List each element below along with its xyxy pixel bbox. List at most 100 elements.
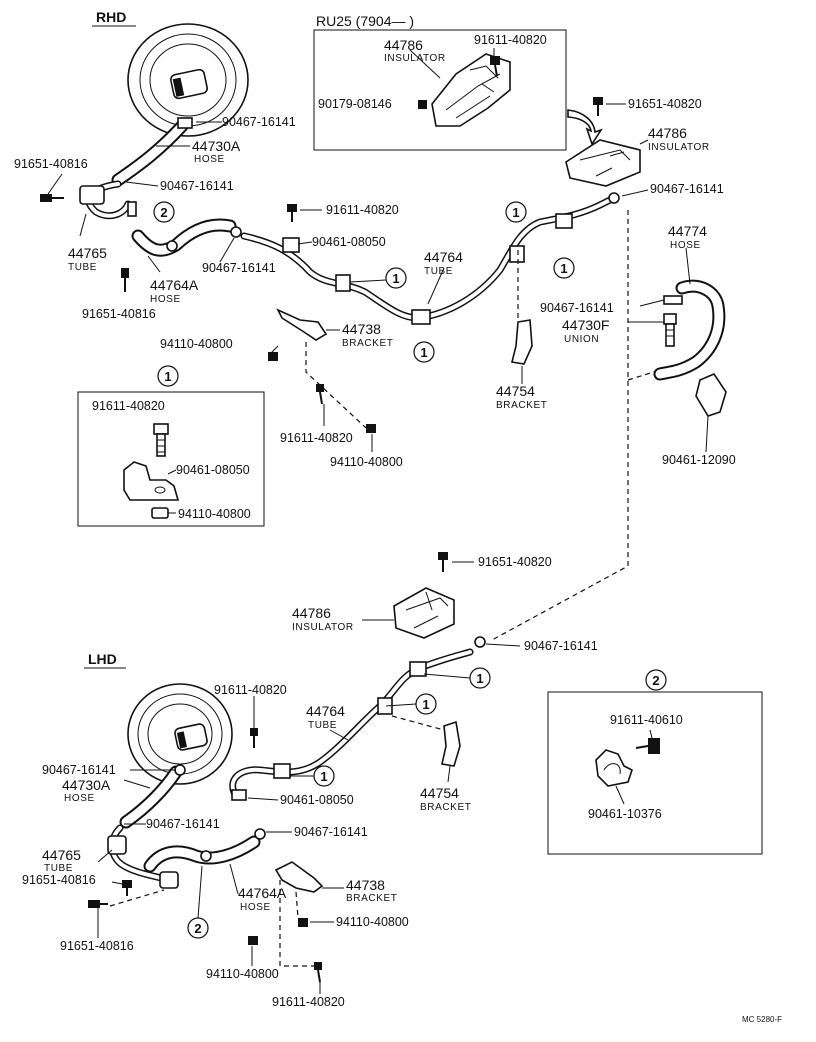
brake-booster-lhd [127,683,233,785]
nut-94110-40800-rhd-b [366,424,376,433]
label-44786-mid: 44786 [292,605,331,621]
tube-44765-block-rhd [79,185,105,205]
label-94110-40800-detail: 94110-40800 [178,507,251,521]
middle-shared: 91651-40820 44786 INSULATOR [292,552,552,639]
svg-text:1: 1 [164,369,171,384]
desc-bracket-44754-lhd: BRACKET [420,802,471,813]
desc-bracket-44738-lhd: BRACKET [346,893,397,904]
clip-90461-12090 [695,373,727,417]
ru25-inset-frame [313,29,567,151]
bolt-91611-40820-detail [153,423,169,457]
bolt-91651-40816-rhd-b [121,268,129,292]
label-90179-08146: 90179-08146 [318,97,392,111]
svg-text:1: 1 [560,261,567,276]
label-44738-rhd: 44738 [342,321,381,337]
label-90467-16141-rhd-top: 90467-16141 [222,115,296,129]
nut-94110-40800-lhd-a [298,918,308,927]
label-44764A-rhd: 44764A [150,277,199,293]
bolt-91611-40820-lhd-low [314,962,322,983]
bolt-91611-40820-inset [490,56,500,77]
label-44786-inset: 44786 [384,37,423,53]
label-94110-40800-lhd-a: 94110-40800 [336,915,409,929]
label-90461-08050-detail: 90461-08050 [176,463,250,477]
bolt-91611-40820-rhd-top [287,204,297,222]
lhd-section: LHD [22,636,598,1009]
label-94110-40800-lhd-b: 94110-40800 [206,967,279,981]
desc-hose-44730A-lhd: HOSE [64,793,95,804]
svg-text:1: 1 [512,205,519,220]
marker-2-detail-heading: 2 [645,669,667,691]
insulator-44786-rhd [565,139,641,187]
clamp-90461-08050-rhd [282,237,300,253]
label-94110-40800-rhd-a: 94110-40800 [160,337,233,351]
bolt-91651-40816-rhd-a [40,194,64,202]
detail-2-inset: 2 91611-40610 90461-10376 [547,669,763,855]
label-90467-16141-rhd-mid: 90467-16141 [160,179,234,193]
brake-booster-rhd [127,23,249,137]
desc-tube-44764-lhd: TUBE [308,720,337,731]
ru25-heading: RU25 (7904— ) [316,13,414,29]
label-44730F: 44730F [562,317,609,333]
svg-text:2: 2 [194,921,201,936]
desc-hose-44764A-rhd: HOSE [150,294,181,305]
union-44730F [663,313,677,347]
svg-text:1: 1 [422,697,429,712]
nut-94110-40800-rhd-a [268,352,278,361]
marker-1-rhd-b: 1 [413,341,435,363]
bracket-44754-lhd [441,720,461,767]
clip-90467-16141-lhd-top [474,636,486,648]
marker-1-lhd-b: 1 [415,693,437,715]
label-90461-08050-rhd: 90461-08050 [312,235,386,249]
desc-hose-44774: HOSE [670,240,701,251]
label-44754-rhd: 44754 [496,383,535,399]
label-91611-40820-lhd-low: 91611-40820 [272,995,345,1009]
label-44774: 44774 [668,223,707,239]
label-94110-40800-rhd-b: 94110-40800 [330,455,403,469]
bolt-91651-40816-lhd-a [122,880,132,896]
label-44765-rhd: 44765 [68,245,107,261]
marker-1-rhd-c: 1 [505,201,527,223]
desc-insulator-inset: INSULATOR [384,53,446,64]
detail-arrow [567,109,603,146]
nut-94110-40800-lhd-b [248,936,258,945]
rhd-section: RHD [14,9,736,641]
marker-1-rhd-a: 1 [385,267,407,289]
label-91611-40820-detail: 91611-40820 [92,399,165,413]
label-90467-16141-rhd-low: 90467-16141 [202,261,276,275]
svg-text:1: 1 [392,271,399,286]
label-44764A-lhd: 44764A [238,885,287,901]
marker-1-lhd-c: 1 [313,765,335,787]
label-91611-40820-inset: 91611-40820 [474,33,547,47]
svg-text:1: 1 [320,769,327,784]
insulator-44786-inset [431,53,511,127]
clamp-lhd-c [409,661,427,677]
svg-text:1: 1 [476,671,483,686]
label-90467-16141-lhd-mid: 90467-16141 [146,817,220,831]
detail-1-frame [77,391,265,527]
marker-1-detail-heading: 1 [157,365,179,387]
bolt-91611-40610-detail [635,738,660,754]
label-44730A-rhd: 44730A [192,138,241,154]
bolt-91651-40820-rhd [593,97,603,116]
label-90467-16141-lhd-left: 90467-16141 [42,763,116,777]
marker-2-rhd: 2 [153,201,175,223]
label-44730A-lhd: 44730A [62,777,111,793]
clamp-rhd-b [411,309,431,325]
bracket-44738-rhd [276,308,328,341]
bolt-91611-40820-lhd-top [250,728,258,748]
hose-clamp-rhd-top [177,117,193,129]
desc-hose-44730A-rhd: HOSE [194,154,225,165]
desc-tube-44765-rhd: TUBE [68,262,97,273]
svg-text:2: 2 [160,205,167,220]
label-91651-40816-lhd-b: 91651-40816 [60,939,134,953]
nut-94110-40800-detail [151,507,169,519]
label-44764-lhd: 44764 [306,703,345,719]
clamp-lhd-a [273,763,291,779]
bolt-91651-40820-mid [438,552,448,572]
bracket-44738-lhd [274,861,324,893]
clamp-rhd-c [509,245,525,263]
label-44738-lhd: 44738 [346,877,385,893]
label-90467-16141-rhd-right: 90467-16141 [650,182,724,196]
label-90467-16141-rhd-union: 90467-16141 [540,301,614,315]
